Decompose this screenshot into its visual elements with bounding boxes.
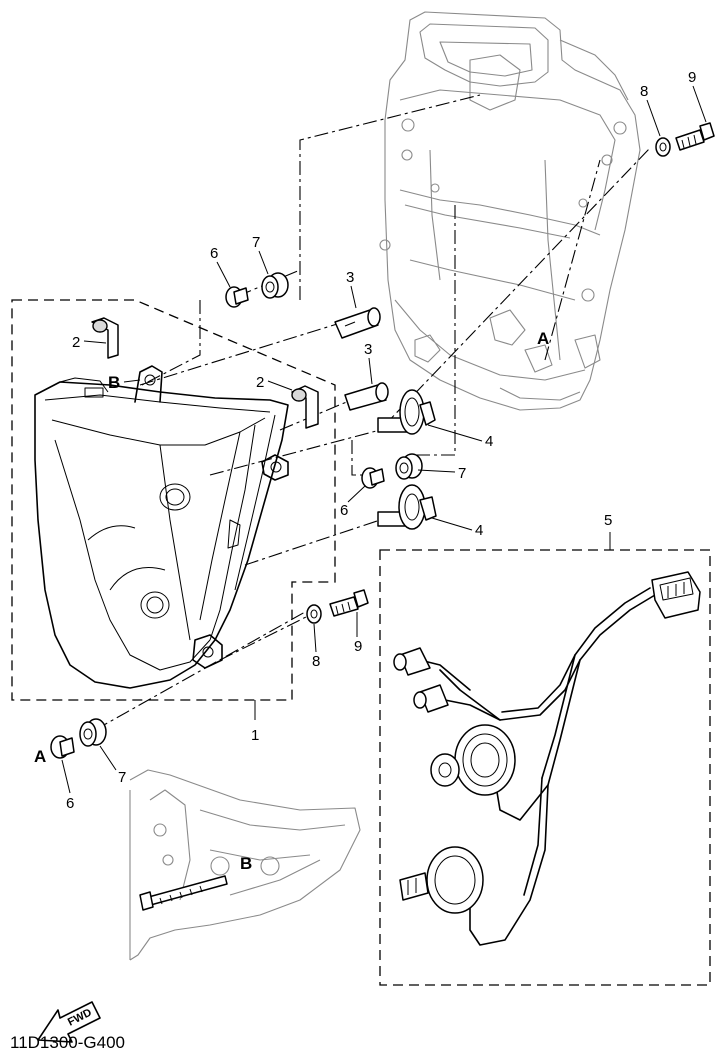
bulb-socket-upper <box>377 389 436 435</box>
headlight-wire-harness <box>393 571 701 946</box>
headlight-assembly-group-box <box>11 299 336 701</box>
ref-b-headlight: B <box>108 373 120 392</box>
socket-cover-2-lower <box>291 385 319 429</box>
headlight-unit <box>34 365 289 689</box>
ref-a-frame: A <box>537 329 549 348</box>
collar-middle <box>361 467 385 489</box>
callout-7-upper: 7 <box>252 234 260 251</box>
socket-cover-2-upper <box>91 317 119 359</box>
lower-frame-section <box>129 769 361 961</box>
callout-6-upper: 6 <box>210 245 218 262</box>
callout-2-upper: 2 <box>72 334 80 351</box>
callout-2-lower: 2 <box>256 374 264 391</box>
position-bulb-lower <box>344 382 389 411</box>
callout-5: 5 <box>604 512 612 529</box>
bolt-lower <box>329 589 369 617</box>
callout-3-upper: 3 <box>346 269 354 286</box>
grommet-upper <box>261 272 289 299</box>
headlight-stay-frame <box>379 11 641 411</box>
callout-6-middle: 6 <box>340 502 348 519</box>
callout-8-lower: 8 <box>312 653 320 670</box>
grommet-middle <box>395 453 423 480</box>
washer-upper <box>655 137 671 157</box>
collar-upper <box>225 286 249 308</box>
callout-9-lower: 9 <box>354 638 362 655</box>
callout-3-lower: 3 <box>364 341 372 358</box>
callout-4-lower: 4 <box>475 522 483 539</box>
bulb-socket-lower <box>377 484 437 530</box>
fwd-label: FWD <box>66 1007 94 1029</box>
washer-lower <box>306 604 322 624</box>
ref-a-grommet: A <box>34 747 46 766</box>
position-bulb-upper <box>334 307 381 339</box>
callout-1: 1 <box>251 727 259 744</box>
diagram-code: 11D1300-G400 <box>10 1033 125 1052</box>
bolt-upper <box>675 122 715 151</box>
callout-8-upper: 8 <box>640 83 648 100</box>
callout-7-middle: 7 <box>458 465 466 482</box>
callout-4-upper: 4 <box>485 433 493 450</box>
callout-9-upper: 9 <box>688 69 696 86</box>
collar-lower <box>50 735 75 759</box>
ref-b-frame: B <box>240 854 252 873</box>
callout-7-lower: 7 <box>118 769 126 786</box>
leader-lines <box>94 94 651 731</box>
wire-harness-group-box <box>379 549 711 986</box>
grommet-lower <box>79 718 107 747</box>
callout-6-lower: 6 <box>66 795 74 812</box>
